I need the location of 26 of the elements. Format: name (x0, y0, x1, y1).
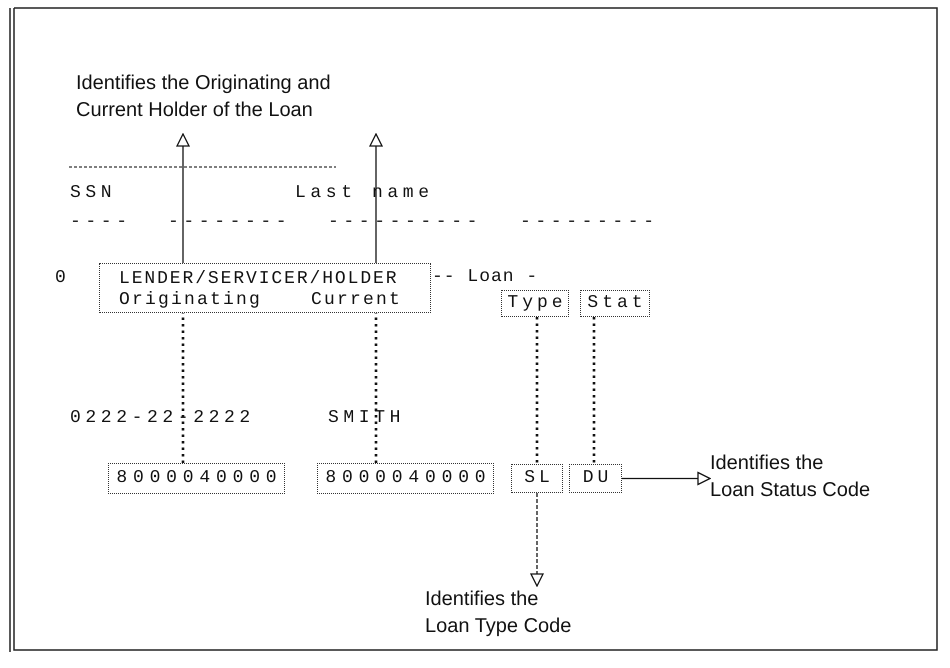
code-field: Stat (580, 290, 650, 317)
code-field: DU (569, 464, 622, 493)
arrow (176, 133, 190, 263)
dash-rule-text: --------- (520, 211, 659, 233)
code-field: 8000040000 (317, 463, 494, 494)
field-label: 0222-22-2222 (70, 407, 255, 429)
field-group-box (99, 263, 431, 313)
annotation-text: Identifies the Originating and Current Holder of the Loan (76, 70, 456, 134)
dash-rule-text: ---- (70, 211, 132, 233)
arrow (622, 472, 711, 486)
code-field: 8000040000 (108, 463, 285, 494)
field-label: -- Loan - (432, 266, 538, 288)
annotation-text: Identifies the Loan Status Code (710, 450, 938, 510)
column-heading: Originating (119, 289, 262, 311)
arrow (369, 133, 383, 263)
code-field: SL (511, 464, 563, 493)
annotation-text: Identifies the Loan Type Code (425, 586, 625, 646)
header-text: LENDER/SERVICER/HOLDER (119, 268, 398, 290)
code-field: Type (501, 290, 569, 317)
dotted-connector (536, 317, 538, 464)
field-label: SSN (70, 182, 116, 204)
column-heading: Current (311, 289, 402, 311)
field-label: SMITH (328, 407, 406, 429)
field-label: 0 (55, 267, 70, 289)
arrow (530, 493, 544, 587)
dotted-connector (592, 317, 596, 464)
